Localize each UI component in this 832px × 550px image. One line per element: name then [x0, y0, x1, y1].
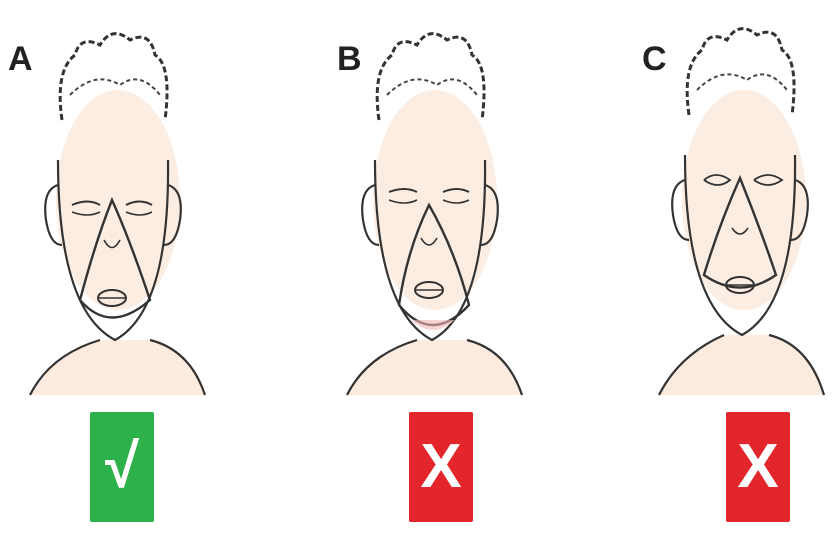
face-drawing-b — [277, 0, 554, 420]
face-drawing-a — [0, 0, 277, 420]
panel-c: C X — [554, 0, 831, 550]
panel-a: A √ — [0, 0, 277, 550]
checkmark-icon: √ — [105, 436, 139, 498]
cross-icon: X — [420, 436, 461, 498]
incorrect-badge-b: X — [409, 412, 473, 522]
correct-badge: √ — [90, 412, 154, 522]
face-drawing-c — [554, 0, 831, 420]
cross-icon: X — [737, 436, 778, 498]
panel-b: B X — [277, 0, 554, 550]
incorrect-badge-c: X — [726, 412, 790, 522]
